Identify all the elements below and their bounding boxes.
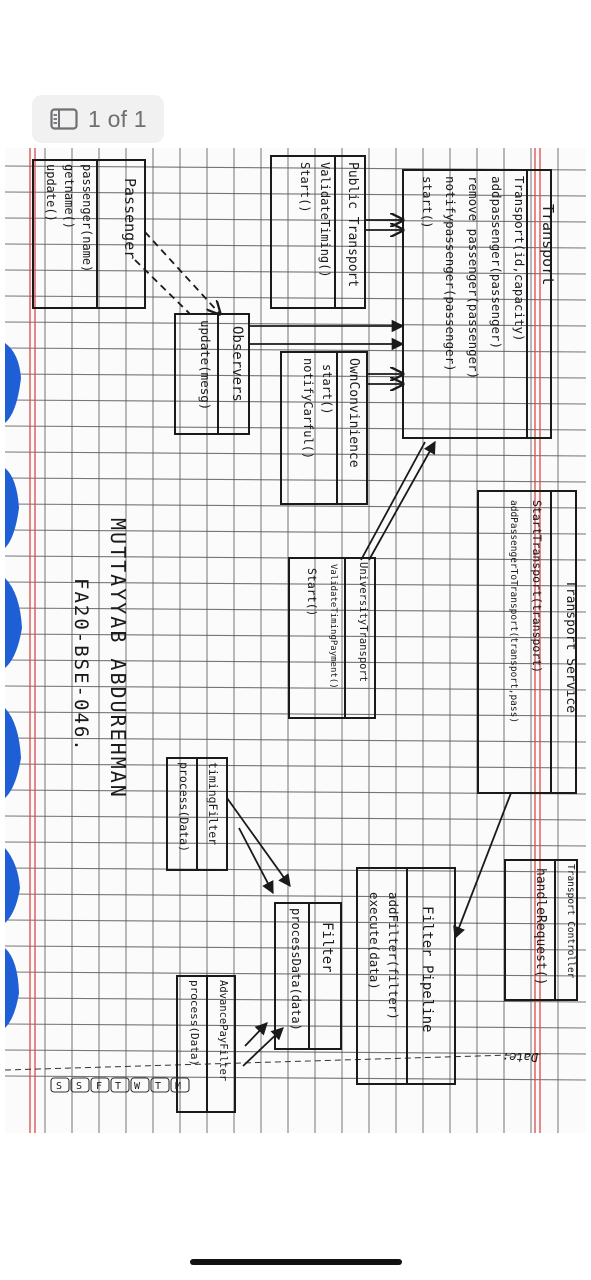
transport-method-5: start() [420, 176, 435, 229]
class-filter-pipeline: Filter Pipeline addFilter(filter) execut… [356, 867, 456, 1085]
passenger-method-1: passenger(name) [80, 164, 94, 272]
transport-service-method-1: StartTransport(transport) [530, 500, 544, 673]
uml-class-diagram: Transport Transport(id,capacity) addpass… [5, 148, 586, 1133]
transport-method-2: addpassenger(passenger) [489, 176, 504, 349]
transport-method-3: remove passenger(passenger) [466, 176, 481, 379]
page-counter-badge[interactable]: 1 of 1 [32, 95, 164, 143]
class-public-transport: Public Transport ValidateTiming() Start(… [270, 155, 366, 309]
passenger-method-2: getname() [62, 164, 76, 229]
transport-method-4: notifypassenger(passenger) [443, 176, 458, 372]
class-transport-service: Transport Service StartTransport(transpo… [477, 490, 578, 794]
class-timing-filter-name: timingFilter [206, 762, 220, 845]
relationship-arrows [134, 220, 512, 1067]
class-own-convenience-name: OwnConvinience [346, 358, 361, 468]
weekday-7: S [56, 1081, 62, 1092]
weekday-6: S [76, 1081, 82, 1092]
advance-pay-filter-method-1: process(Data) [188, 980, 201, 1066]
author-name: MUTTAYYAB ABDUREHMAN [106, 518, 130, 799]
blue-marker-bleed [5, 343, 22, 1028]
university-transport-method-1: ValidateTimingPayment() [328, 564, 338, 689]
transport-service-method-2: addPassengerToTransport(transport,pass) [508, 500, 519, 723]
weekday-1: M [175, 1081, 181, 1092]
filter-pipeline-method-1: addFilter(filter) [386, 892, 401, 1020]
class-transport-controller: Transport Controller handleRequest() [504, 859, 578, 1001]
notebook-page: Transport Transport(id,capacity) addpass… [5, 148, 586, 1133]
class-university-transport: UniversityTransport ValidateTimingPaymen… [288, 557, 376, 719]
class-filter-name: Filter [319, 922, 335, 973]
public-transport-method-2: Start() [298, 162, 312, 213]
class-timing-filter: timingFilter process(Data) [166, 757, 228, 871]
timing-filter-method-1: process(Data) [177, 762, 191, 852]
passenger-method-3: update() [44, 164, 58, 222]
class-own-convenience: OwnConvinience start() notifyCarful() [280, 351, 368, 505]
class-advance-pay-filter: AdvancePayFilter process(Data) [176, 975, 236, 1113]
weekday-2: T [155, 1081, 161, 1092]
filter-method-1: processData(data) [289, 908, 303, 1031]
class-transport-service-name: Transport Service [563, 580, 578, 713]
class-transport-name: Transport [539, 204, 557, 285]
class-observers-name: Observers [229, 326, 245, 402]
class-filter-pipeline-name: Filter Pipeline [419, 906, 435, 1032]
own-convenience-method-1: start() [320, 364, 334, 415]
class-university-transport-name: UniversityTransport [357, 562, 369, 682]
filter-pipeline-method-2: execute(data) [367, 892, 382, 990]
class-observers: Observers update(mesg) [174, 313, 250, 435]
class-transport-controller-name: Transport Controller [565, 864, 576, 979]
weekday-3: W [134, 1081, 141, 1092]
class-filter: Filter processData(data) [274, 902, 342, 1050]
class-transport: Transport Transport(id,capacity) addpass… [402, 169, 557, 439]
weekday-5: F [96, 1081, 102, 1092]
margin-lines [29, 148, 541, 1133]
weekday-boxes: M T W T F S S [50, 1077, 190, 1093]
class-passenger-name: Passenger [121, 178, 139, 259]
page-view-icon [50, 108, 78, 130]
class-public-transport-name: Public Transport [345, 162, 360, 287]
class-advance-pay-filter-name: AdvancePayFilter [217, 980, 229, 1081]
own-convenience-method-2: notifyCarful() [301, 358, 315, 459]
weekday-4: T [115, 1081, 121, 1092]
date-label: Date: [502, 1050, 539, 1064]
roll-number: FA20-BSE-046. [70, 578, 92, 753]
page-counter-text: 1 of 1 [88, 105, 147, 132]
public-transport-method-1: ValidateTiming() [318, 162, 332, 278]
observers-method-1: update(mesg) [198, 320, 213, 410]
transport-controller-method-1: handleRequest() [533, 868, 548, 985]
home-indicator[interactable] [190, 1259, 402, 1265]
date-line [5, 1053, 546, 1071]
class-passenger: Passenger passenger(name) getname() upda… [32, 159, 146, 309]
university-transport-method-2: Start() [305, 568, 319, 616]
transport-method-1: Transport(id,capacity) [512, 176, 527, 342]
